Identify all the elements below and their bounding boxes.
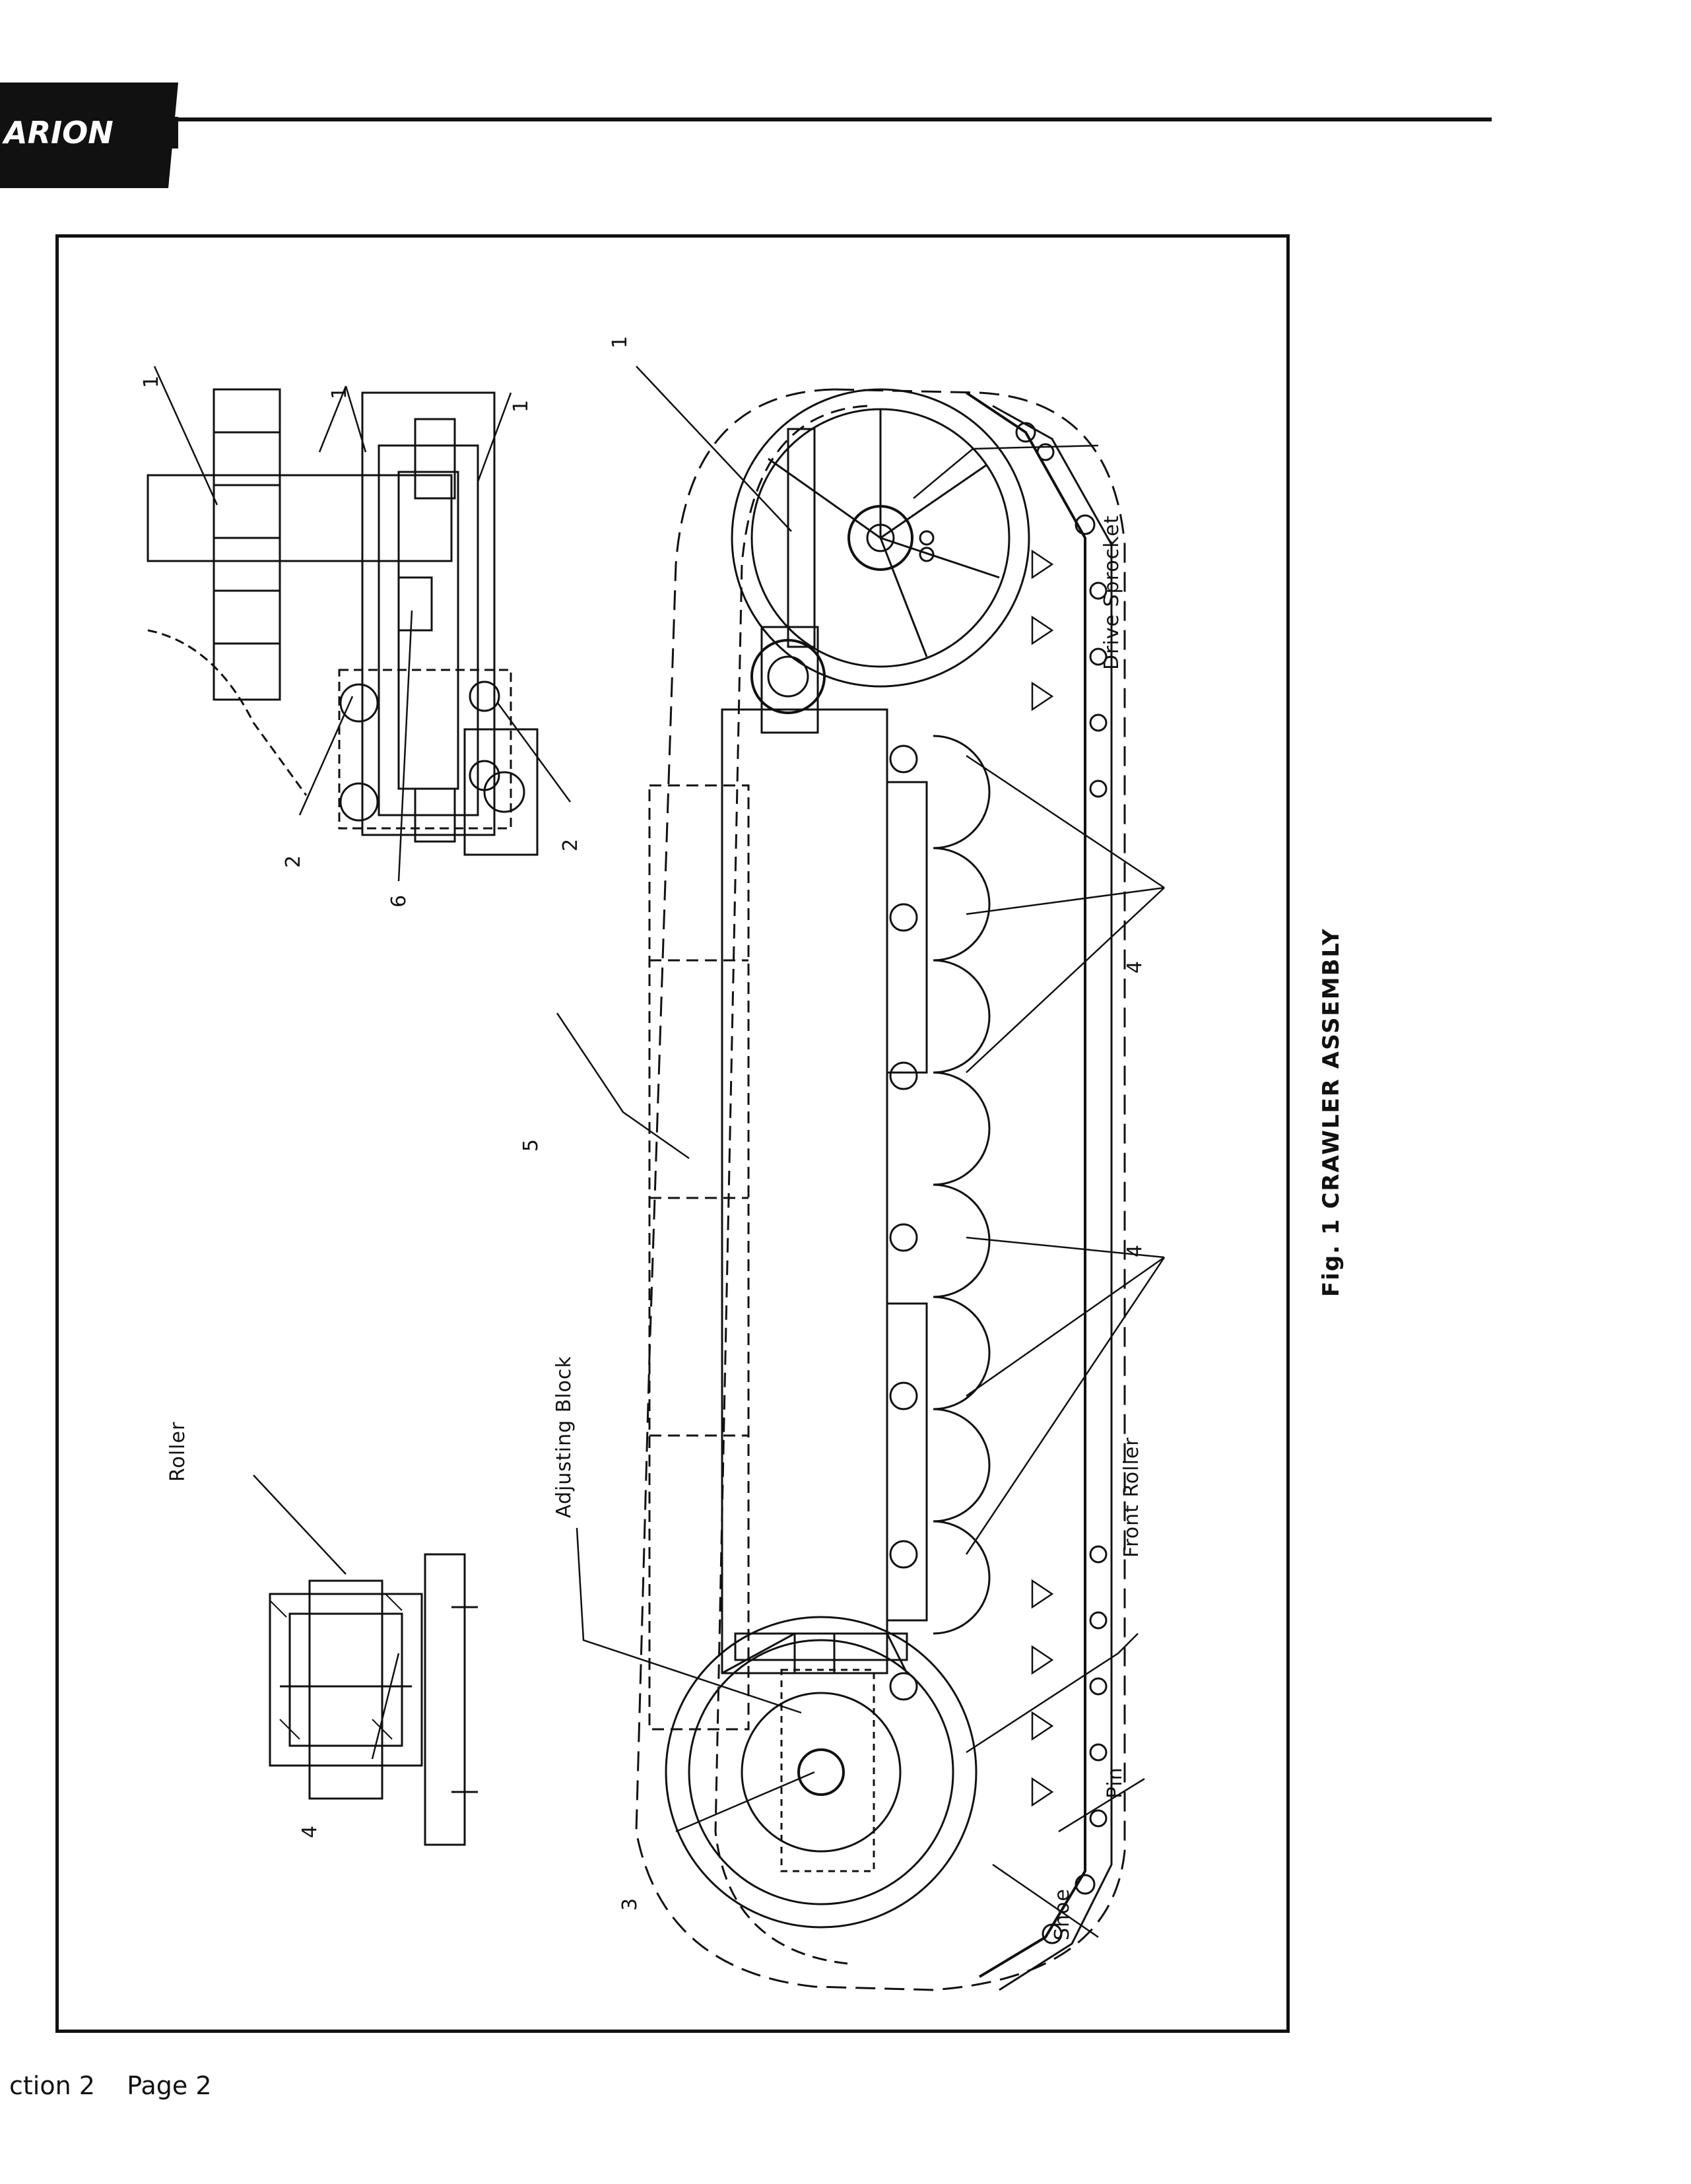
callout-4-roller-section: 4 [298,1825,321,1838]
callout-2-right: 2 [559,838,582,851]
logo-graphic: ARION [0,83,178,188]
shoe-teeth [1031,549,1054,1807]
label-adjusting-block: Adjusting Block [552,1356,576,1518]
callout-5: 5 [519,1139,543,1152]
pinion-gear [750,626,826,734]
chain-pins [1015,422,1108,1944]
callout-1-end-view-right: 1 [510,399,533,413]
logo-text: ARION [2,115,114,150]
track-inner [714,405,868,1965]
callout-2-left: 2 [282,855,305,868]
label-shoe: Shoe [1051,1888,1074,1940]
callout-6: 6 [387,894,411,908]
callout-4-upper: 4 [1123,960,1146,974]
track-outline [635,388,1126,1991]
callout-1-main: 1 [609,335,632,348]
crawler-side-view [635,388,1126,1991]
callout-1-end-view-mid: 1 [328,386,351,399]
label-front-roller: Front Roller [1120,1437,1143,1558]
callout-4-lower: 4 [1123,1244,1146,1257]
track-chain-outer [992,405,1113,1991]
figure-frame [55,234,1290,2033]
header-rule [172,117,1492,121]
callout-3: 3 [618,1898,642,1911]
leader-lines [153,366,1166,1938]
drive-sprocket [731,388,1030,688]
front-idler [665,1616,978,1929]
crawler-assembly-drawing [147,366,1166,1991]
figure-caption: Fig. 1 CRAWLER ASSEMBLY [1318,927,1344,1297]
track-chain [965,391,1086,1978]
label-roller: Roller [166,1421,189,1482]
label-pin: Pin [1104,1767,1127,1799]
roller-cross-section [269,1553,478,1846]
marion-logo: ARION [0,83,178,188]
callout-1-end-view-left: 1 [140,375,163,388]
label-drive-sprocket: Drive Sprocket [1100,515,1123,670]
end-view [147,388,539,856]
crawler-frame [648,708,928,1731]
track-rollers [889,735,991,1701]
page-footer: ction 2 Page 2 [9,2071,212,2100]
